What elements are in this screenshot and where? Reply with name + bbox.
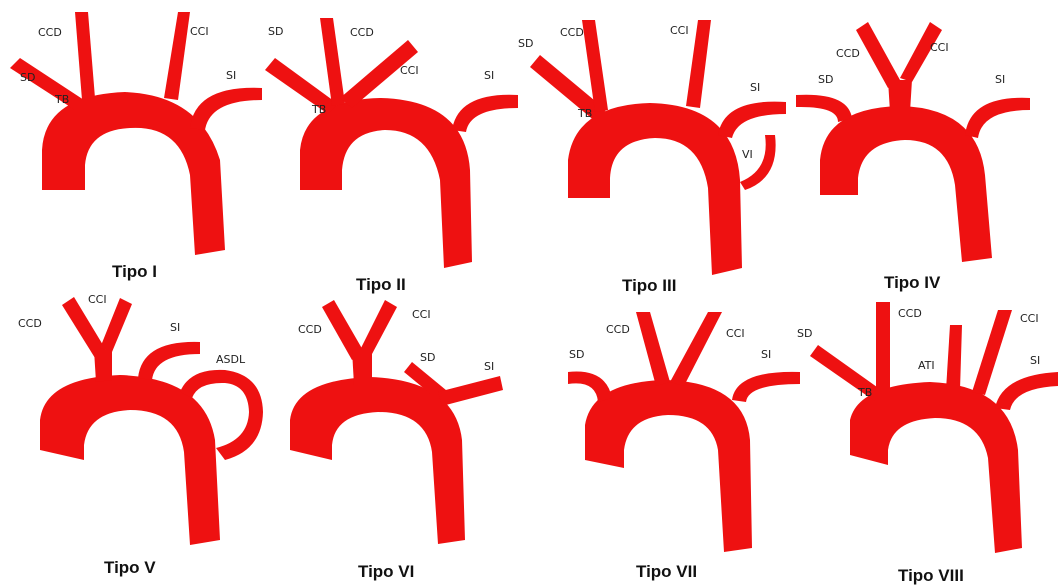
label-cci: CCI xyxy=(190,25,209,38)
label-ccd: CCD xyxy=(350,26,374,39)
label-sd: SD xyxy=(420,351,435,364)
panel-tipo-4 xyxy=(796,22,1030,262)
common-stem xyxy=(888,80,912,112)
label-sd: SD xyxy=(818,73,833,86)
label-si: SI xyxy=(484,69,494,82)
left-common-carotid xyxy=(360,300,397,354)
label-si: SI xyxy=(484,360,494,373)
panel-tipo-1 xyxy=(10,12,262,255)
aortic-arch xyxy=(290,377,465,544)
panel-title: Tipo II xyxy=(356,275,406,294)
left-subclavian xyxy=(718,102,786,138)
panel-title: Tipo VIII xyxy=(898,566,964,585)
left-subclavian xyxy=(965,98,1030,138)
left-common-carotid xyxy=(686,20,711,108)
common-stem xyxy=(94,350,112,382)
panel-tipo-2 xyxy=(265,18,518,268)
left-subclavian xyxy=(995,372,1058,410)
label-cci: CCI xyxy=(412,308,431,321)
right-subclavian xyxy=(796,95,852,122)
panel-tipo-6 xyxy=(290,300,503,544)
aortic-arch xyxy=(300,98,472,268)
label-tb: TB xyxy=(311,103,326,116)
right-subclavian xyxy=(568,372,612,402)
aortic-arch xyxy=(585,380,752,552)
label-ati: ATI xyxy=(918,359,935,372)
label-cci: CCI xyxy=(400,64,419,77)
common-stem xyxy=(352,350,372,385)
label-tb: TB xyxy=(857,386,872,399)
left-subclavian xyxy=(452,95,518,132)
panel-title: Tipo V xyxy=(104,558,156,577)
right-common-carotid xyxy=(62,297,106,358)
aortic-arch xyxy=(568,103,742,275)
label-sd: SD xyxy=(797,327,812,340)
label-vi: VI xyxy=(742,148,753,161)
label-cci: CCI xyxy=(88,293,107,306)
brachiocephalic-trunk xyxy=(810,345,884,402)
label-cci: CCI xyxy=(670,24,689,37)
vertebral-artery xyxy=(740,135,776,190)
left-common-carotid xyxy=(670,312,722,386)
panel-title: Tipo VI xyxy=(358,562,414,581)
label-si: SI xyxy=(1030,354,1040,367)
panel-title: Tipo I xyxy=(112,262,157,281)
aortic-arch xyxy=(40,375,220,545)
label-cci: CCI xyxy=(930,41,949,54)
label-sd: SD xyxy=(20,71,35,84)
label-si: SI xyxy=(170,321,180,334)
label-sd: SD xyxy=(518,37,533,50)
panel-tipo-5 xyxy=(40,297,263,545)
right-common-carotid xyxy=(75,12,95,100)
left-common-carotid xyxy=(100,298,132,352)
label-si: SI xyxy=(750,81,760,94)
panel-title: Tipo III xyxy=(622,276,676,295)
label-ccd: CCD xyxy=(606,323,630,336)
label-ccd: CCD xyxy=(298,323,322,336)
panel-tipo-8 xyxy=(810,302,1058,553)
label-sd: SD xyxy=(268,25,283,38)
panel-title: Tipo IV xyxy=(884,273,941,292)
label-asdl: ASDL xyxy=(216,353,246,366)
label-si: SI xyxy=(995,73,1005,86)
label-ccd: CCD xyxy=(898,307,922,320)
label-sd: SD xyxy=(569,348,584,361)
label-tb: TB xyxy=(54,93,69,106)
label-tb: TB xyxy=(577,107,592,120)
right-common-carotid xyxy=(636,312,670,386)
left-vertebral-origin xyxy=(946,325,962,390)
label-ccd: CCD xyxy=(38,26,62,39)
left-common-carotid xyxy=(164,12,190,100)
label-si: SI xyxy=(226,69,236,82)
left-subclavian xyxy=(138,342,200,380)
label-ccd: CCD xyxy=(560,26,584,39)
left-subclavian xyxy=(732,372,800,402)
label-cci: CCI xyxy=(1020,312,1039,325)
left-subclavian xyxy=(190,88,262,130)
panel-title: Tipo VII xyxy=(636,562,697,581)
label-si: SI xyxy=(761,348,771,361)
right-common-carotid xyxy=(876,302,890,392)
label-ccd: CCD xyxy=(18,317,42,330)
left-common-carotid xyxy=(972,310,1012,395)
left-subclavian xyxy=(438,376,503,406)
right-common-carotid xyxy=(856,22,900,88)
right-common-carotid xyxy=(320,18,345,106)
label-ccd: CCD xyxy=(836,47,860,60)
brachiocephalic-trunk xyxy=(10,58,84,110)
label-cci: CCI xyxy=(726,327,745,340)
